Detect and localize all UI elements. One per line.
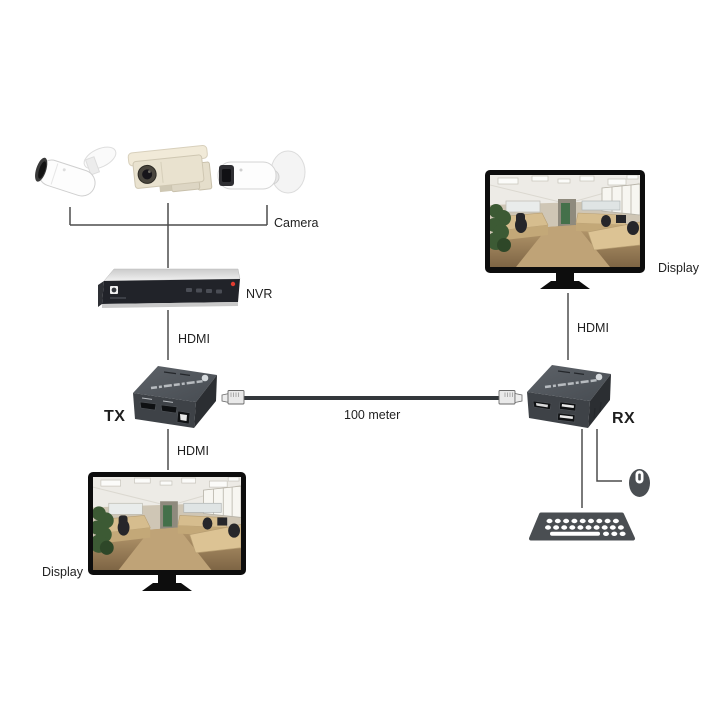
display-right-icon (485, 170, 645, 289)
hdmi-nvr-tx-label: HDMI (178, 332, 210, 346)
cat-cable (221, 390, 523, 405)
rx-label: RX (612, 410, 635, 427)
rj45-plug-left-icon (221, 390, 245, 405)
camera-label: Camera (274, 216, 319, 230)
mouse-icon (629, 469, 650, 497)
nvr-label: NVR (246, 287, 272, 301)
hdmi-tx-display-label: HDMI (177, 444, 209, 458)
camera-bracket-line (69, 203, 268, 268)
display-left-icon (88, 472, 246, 591)
camera-group (35, 144, 306, 197)
cable-length-label: 100 meter (344, 408, 400, 422)
display-right-label: Display (658, 261, 700, 275)
hdmi-rx-display-label: HDMI (577, 321, 609, 335)
nvr-status-led (230, 281, 236, 287)
hdmi-extender-tx-icon (133, 366, 217, 428)
tx-label: TX (104, 408, 125, 425)
display-left-label: Display (42, 565, 84, 579)
hdmi-extender-rx-icon (527, 365, 611, 428)
rj45-plug-right-icon (498, 390, 523, 405)
keyboard-icon (529, 512, 635, 541)
bullet-camera-3-icon (217, 150, 306, 194)
bullet-camera-1-icon (35, 146, 117, 197)
rx-mouse-line (596, 429, 622, 482)
nvr-icon (98, 268, 241, 308)
box-camera-2-icon (127, 144, 213, 193)
